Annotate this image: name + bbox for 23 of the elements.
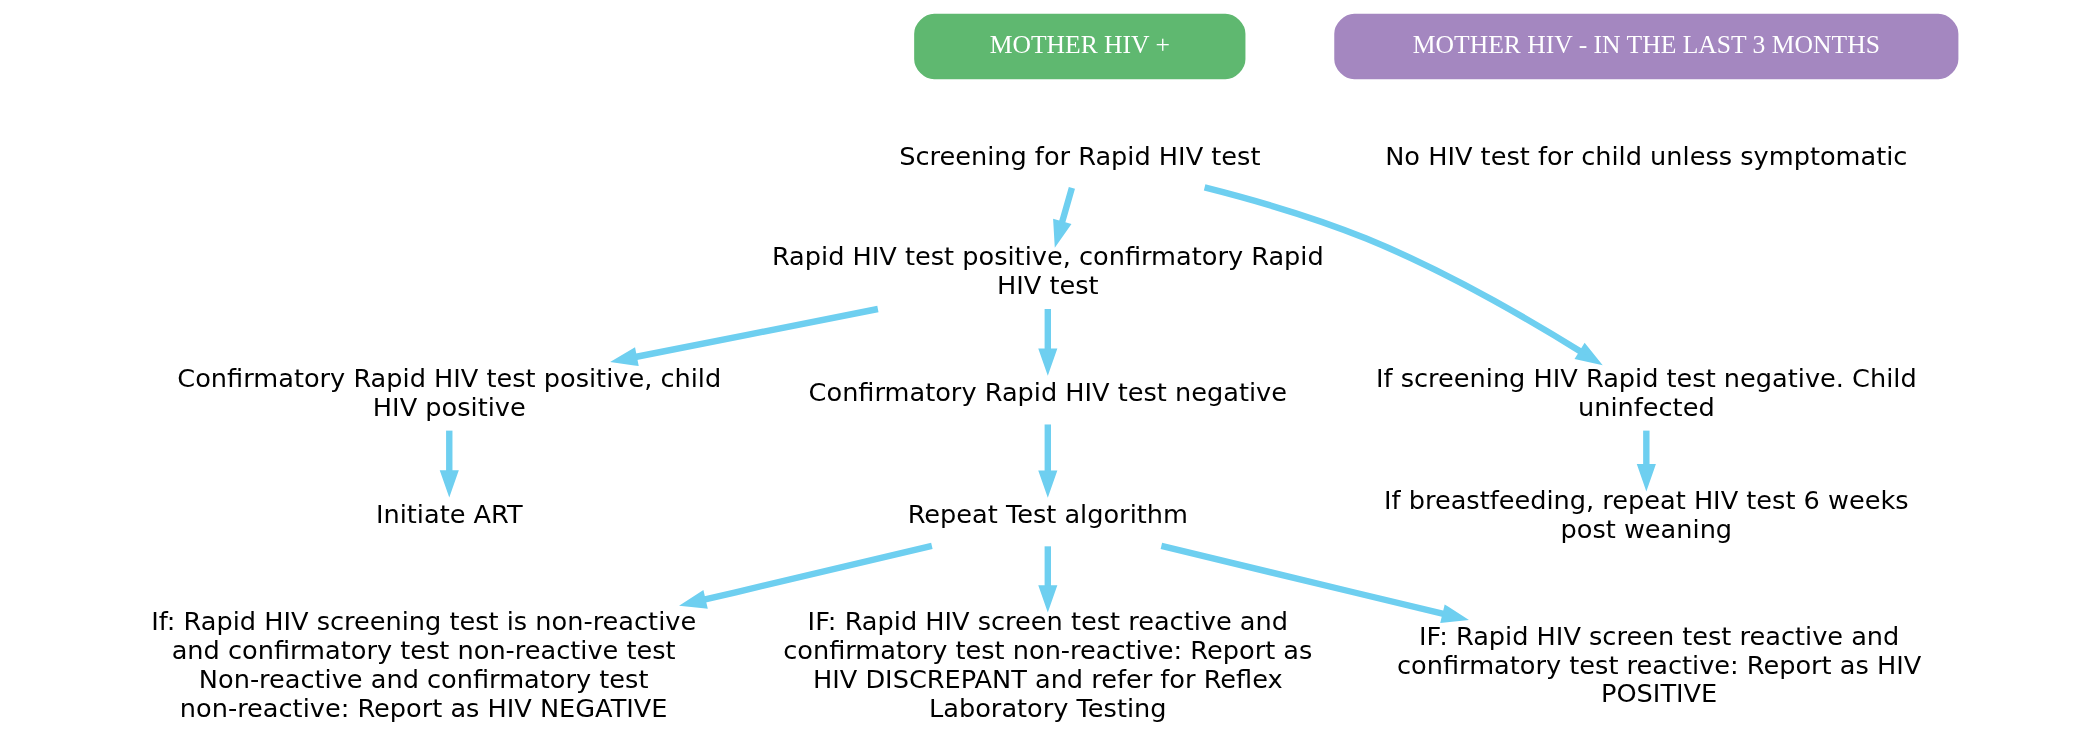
node-text: If screening HIV Rapid test negative. Child uninfected [1376, 363, 1917, 422]
node-box: MOTHER HIV + [914, 13, 1246, 80]
arrow [1038, 546, 1058, 613]
node-text: Screening for Rapid HIV test [899, 140, 1261, 171]
node-text: Initiate ART [375, 499, 523, 530]
arrow [1203, 184, 1603, 366]
arrow [1160, 542, 1469, 623]
node-text: Rapid HIV test positive, confirmatory Rapid HIV test [771, 241, 1324, 301]
node-text: If breastfeeding, repeat HIV test 6 weeks post weaning [1384, 484, 1909, 544]
node-box: MOTHER HIV - IN THE LAST 3 MONTHS [1334, 13, 1959, 80]
node-text: If: Rapid HIV screening test is non-reactive and confirmatory test non-reactive test Non-reactive and confirmatory test non-reactive: Report as HIV NEGATIVE [151, 606, 697, 723]
arrow [610, 305, 879, 367]
node-text: Confirmatory Rapid HIV test negative [808, 377, 1287, 408]
arrow [439, 430, 459, 498]
node-text: IF: Rapid HIV screen test reactive and confirmatory test reactive: Report as HIV POSITIVE [1397, 620, 1922, 709]
node-text: Confirmatory Rapid HIV test positive, child HIV positive [177, 363, 722, 422]
arrow [1053, 186, 1075, 248]
arrow [1038, 424, 1058, 498]
node-text: IF: Rapid HIV screen test reactive and confirmatory test non-reactive: Report as HIV DISCREPANT and refer for Reflex Laboratory Testing [783, 606, 1313, 723]
node-text: Repeat Test algorithm [907, 499, 1188, 530]
arrow [679, 542, 933, 609]
arrow [1636, 430, 1656, 492]
node-text: No HIV test for child unless symptomatic [1385, 140, 1908, 171]
